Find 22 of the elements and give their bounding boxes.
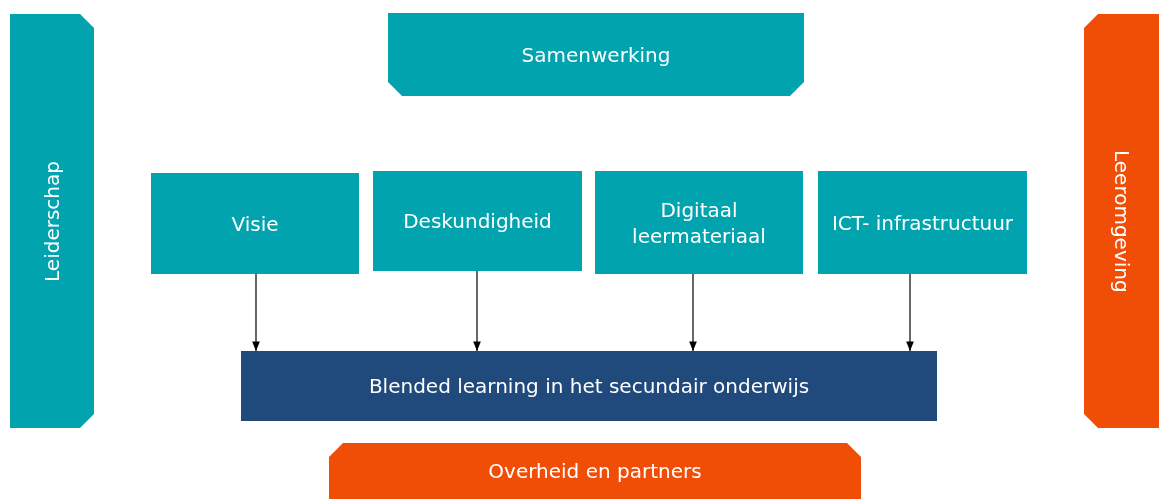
- box-label: Overheid en partners: [488, 458, 702, 484]
- banner-box: [388, 13, 804, 96]
- box-label: Digitaal leermateriaal: [631, 196, 767, 249]
- box-label: Leiderschap: [39, 160, 65, 282]
- box-label: Visie: [231, 210, 279, 237]
- banner-box: [329, 443, 861, 499]
- box-label: Deskundigheid: [403, 208, 552, 234]
- side-band: [1084, 14, 1159, 428]
- arrow: [689, 273, 697, 352]
- process-box: [373, 171, 582, 271]
- box-label: Samenwerking: [521, 41, 671, 68]
- process-box: [818, 171, 1027, 274]
- box-label: Leeromgeving: [1108, 149, 1135, 293]
- process-box: [151, 173, 359, 274]
- box-label: Blended learning in het secundair onderwijs: [368, 373, 810, 399]
- process-box: [241, 351, 937, 421]
- arrow: [906, 273, 914, 352]
- process-box: [595, 171, 803, 274]
- side-band: [10, 14, 94, 428]
- box-label: ICT- infrastructuur: [831, 209, 1014, 236]
- arrow: [473, 270, 481, 352]
- arrow: [252, 273, 260, 352]
